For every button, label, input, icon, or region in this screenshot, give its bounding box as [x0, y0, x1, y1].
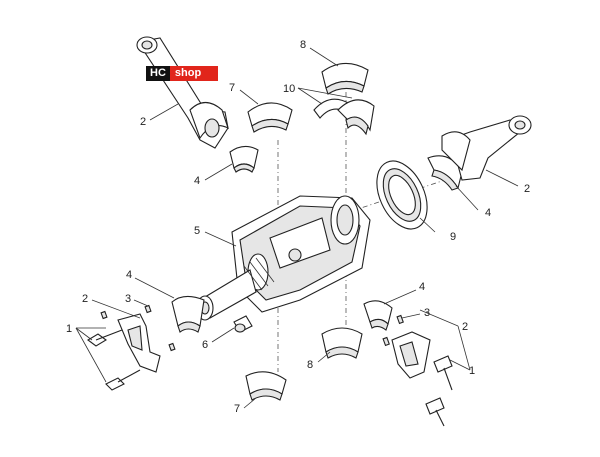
callout-2-upper-left: 2 — [140, 116, 146, 128]
bearing-shell-upper-7 — [247, 102, 293, 133]
callout-4-mid-left: 4 — [126, 269, 132, 281]
crankshaft-5 — [196, 195, 371, 321]
dowel-pins-left-3 — [100, 304, 176, 352]
bearing-shell-upper-4 — [229, 145, 259, 173]
dowel-pins-right-3 — [382, 314, 404, 347]
connecting-rod-upper-left — [136, 36, 229, 149]
callout-5: 5 — [194, 225, 200, 237]
connecting-rod-right — [441, 115, 532, 181]
oil-seal-9 — [376, 160, 428, 230]
callout-4-mid-right: 4 — [419, 281, 425, 293]
logo-text-shop: shop — [169, 66, 218, 81]
bearing-shell-lower-8 — [321, 327, 363, 359]
bearing-shell-lower-7 — [245, 371, 287, 401]
logo-text-hc: HC — [146, 66, 170, 81]
callout-10: 10 — [283, 83, 295, 95]
thrust-washers-10 — [313, 98, 375, 136]
bearing-shell-lower-left-4 — [171, 295, 205, 333]
callout-1-right: 1 — [469, 365, 475, 377]
callout-3-right: 3 — [424, 307, 430, 319]
callout-9: 9 — [450, 231, 456, 243]
rod-cap-left — [117, 313, 161, 373]
callout-2-right: 2 — [524, 183, 530, 195]
callout-4-right: 4 — [485, 207, 491, 219]
rod-cap-right — [391, 331, 431, 379]
bush-6 — [233, 315, 253, 333]
bolts-right-1 — [425, 355, 453, 427]
callout-8-upper: 8 — [300, 39, 306, 51]
bearing-shell-lower-right-4 — [363, 300, 393, 331]
bearing-shell-right-4 — [427, 155, 463, 191]
callout-3-left: 3 — [125, 293, 131, 305]
bolts-left-1 — [87, 329, 141, 391]
callout-2-left: 2 — [82, 293, 88, 305]
bearing-shell-upper-8 — [321, 62, 369, 95]
callout-1-left: 1 — [66, 323, 72, 335]
callout-4-upper-left: 4 — [194, 175, 200, 187]
hcshop-logo: HC shop — [146, 66, 218, 81]
callout-8-lower: 8 — [307, 359, 313, 371]
callout-7-upper: 7 — [229, 82, 235, 94]
callout-7-lower: 7 — [234, 403, 240, 415]
callout-6: 6 — [202, 339, 208, 351]
callout-2-lower-right: 2 — [462, 321, 468, 333]
leader-lines — [75, 47, 519, 409]
